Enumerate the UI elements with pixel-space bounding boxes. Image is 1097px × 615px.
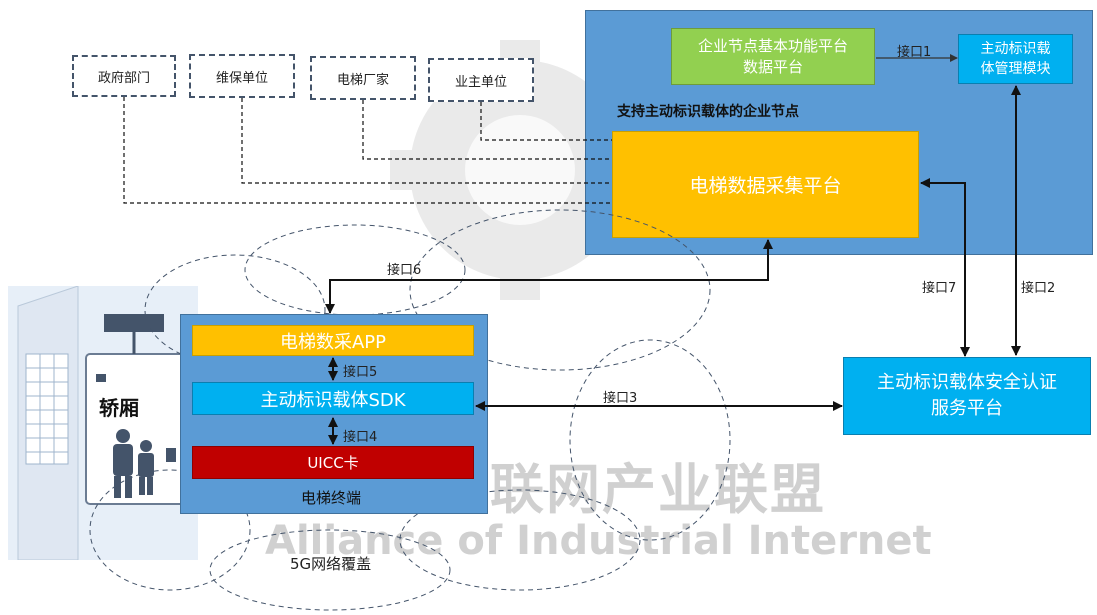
network-label: 5G网络覆盖	[290, 555, 372, 573]
building-illustration	[8, 285, 198, 561]
stakeholder-manufacturer: 电梯厂家	[310, 56, 416, 100]
data-collection-app: 电梯数采APP	[192, 325, 474, 356]
basic-function-platform: 企业节点基本功能平台 数据平台	[671, 28, 875, 85]
interface-6-label: 接口6	[387, 263, 422, 278]
carrier-management-module: 主动标识载 体管理模块	[958, 34, 1073, 84]
stakeholder-government: 政府部门	[72, 55, 176, 97]
stakeholder-maintenance: 维保单位	[189, 54, 295, 98]
interface-7-label: 接口7	[922, 281, 957, 296]
elevator-terminal-title: 电梯终端	[301, 489, 362, 507]
watermark-cn: 联网产业联盟	[490, 458, 826, 521]
interface-3-label: 接口3	[603, 391, 638, 406]
enterprise-node-title: 支持主动标识载体的企业节点	[617, 104, 799, 120]
elevator-data-collection-platform: 电梯数据采集平台	[612, 131, 919, 238]
uicc-card: UICC卡	[192, 446, 474, 479]
interface-4-label: 接口4	[343, 430, 378, 445]
watermark-en: Alliance of Industrial Internet	[265, 518, 932, 564]
stakeholder-owner: 业主单位	[428, 58, 534, 102]
security-auth-service-platform: 主动标识载体安全认证 服务平台	[843, 357, 1091, 435]
interface-2-label: 接口2	[1021, 281, 1056, 296]
carrier-sdk: 主动标识载体SDK	[192, 382, 474, 415]
interface-5-label: 接口5	[343, 365, 378, 380]
car-label: 轿厢	[99, 396, 139, 420]
interface-1-label: 接口1	[897, 45, 932, 60]
